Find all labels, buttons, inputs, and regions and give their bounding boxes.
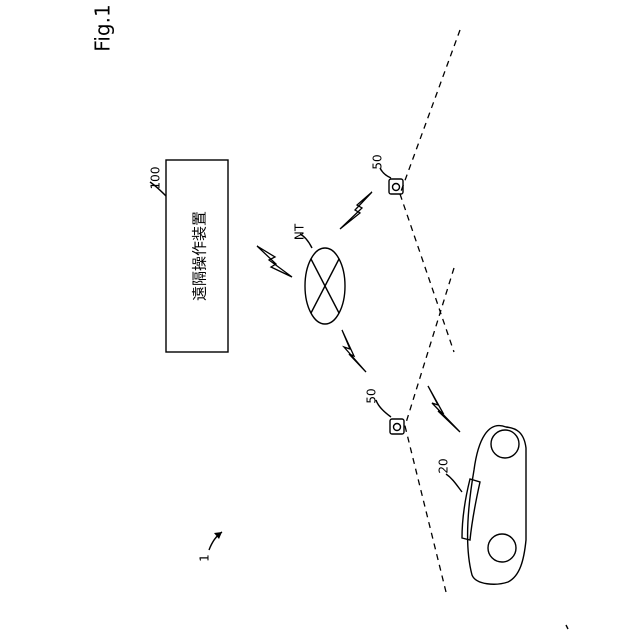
remote-operation-device: 遠隔操作装置 100: [149, 160, 229, 352]
camera-lower: 50: [365, 388, 405, 434]
road-line-lower-b: [405, 426, 446, 592]
camera-upper-lens: [393, 184, 400, 191]
vehicle: 20: [437, 426, 527, 585]
wireless-link-vehicle: [428, 386, 460, 432]
lightning-bolt-icon: [342, 330, 366, 372]
wireless-link-lower-camera: [342, 330, 366, 372]
device-label: 遠隔操作装置: [191, 211, 209, 301]
vehicle-rear-wheel: [488, 534, 516, 562]
device-ref: 100: [149, 167, 163, 190]
lightning-bolt-icon: [428, 386, 460, 432]
figure-label: Fig.1: [91, 4, 115, 51]
vehicle-front-wheel: [491, 430, 519, 458]
road: [400, 30, 460, 592]
network-node: NT: [293, 223, 346, 324]
vehicle-leader: [446, 474, 462, 492]
road-line-lower-a: [405, 268, 454, 426]
system-ref: 1: [198, 554, 212, 562]
vehicle-ref: 20: [437, 458, 451, 473]
lightning-bolt-icon: [257, 246, 292, 277]
wireless-link-upper-camera: [340, 192, 372, 229]
lightning-bolt-icon: [340, 192, 372, 229]
camera-lower-body: [390, 419, 404, 434]
road-line-upper-a: [400, 30, 460, 194]
network-ref: NT: [293, 223, 307, 240]
corner-mark: [566, 625, 568, 629]
camera-lower-ref: 50: [365, 388, 379, 403]
road-line-upper-b: [400, 194, 454, 352]
camera-upper-ref: 50: [371, 154, 385, 169]
camera-lower-lens: [394, 424, 401, 431]
system-reference: 1: [198, 532, 223, 562]
camera-upper: 50: [371, 154, 404, 194]
wireless-link-device: [257, 246, 292, 277]
camera-upper-body: [389, 179, 403, 194]
